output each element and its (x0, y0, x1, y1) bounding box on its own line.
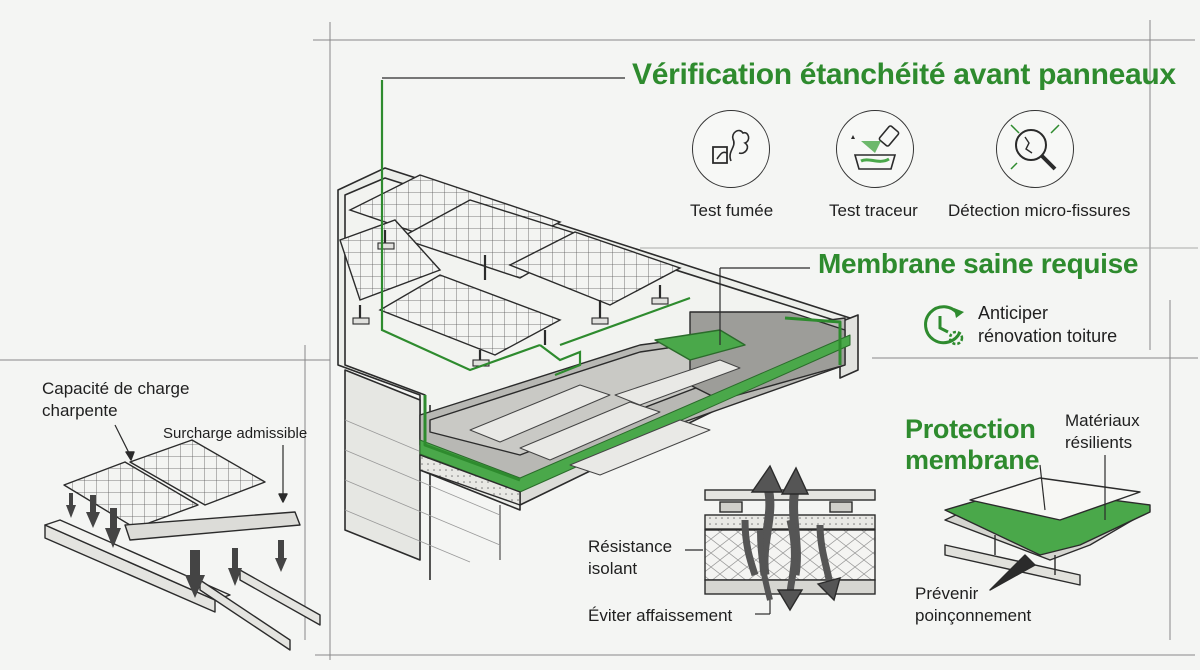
tracer-lines (380, 77, 810, 377)
label-test-traceur: Test traceur (829, 201, 918, 220)
roof-layers (419, 311, 851, 506)
clock-gear-icon (918, 300, 968, 350)
smoke-icon (692, 110, 770, 188)
insulation-detail (685, 464, 876, 615)
label-materiaux-2: résilients (1065, 433, 1133, 452)
heading-protection-2: membrane (905, 445, 1040, 475)
label-prevenir-2: poinçonnement (915, 606, 1032, 625)
label-materiaux-1: Matériaux (1065, 411, 1140, 430)
heading-membrane: Membrane saine requise (818, 248, 1139, 279)
load-detail (44, 424, 321, 651)
tracer-spray-icon (836, 110, 914, 188)
label-resistance-1: Résistance (588, 537, 673, 556)
label-anticiper: Anticiper (978, 303, 1049, 323)
label-surcharge-admissible: Surcharge admissible (163, 425, 308, 442)
frame-lines (0, 20, 1198, 660)
solar-panels (339, 174, 682, 367)
protection-detail (944, 455, 1151, 591)
heading-protection-1: Protection (905, 414, 1036, 444)
magnifier-crack-icon (996, 110, 1074, 188)
label-prevenir-1: Prévenir (915, 584, 979, 603)
label-detection-micro-fissures: Détection micro-fissures (948, 201, 1131, 220)
label-resistance-2: isolant (588, 559, 638, 578)
label-eviter-affaissement: Éviter affaissement (588, 606, 733, 625)
label-capacite-charge-1: Capacité de charge (42, 379, 190, 398)
label-renovation-toiture: rénovation toiture (978, 326, 1118, 346)
label-test-fumee: Test fumée (690, 201, 774, 220)
heading-verification: Vérification étanchéité avant panneaux (632, 58, 1176, 91)
label-capacite-charge-2: charpente (42, 401, 118, 420)
